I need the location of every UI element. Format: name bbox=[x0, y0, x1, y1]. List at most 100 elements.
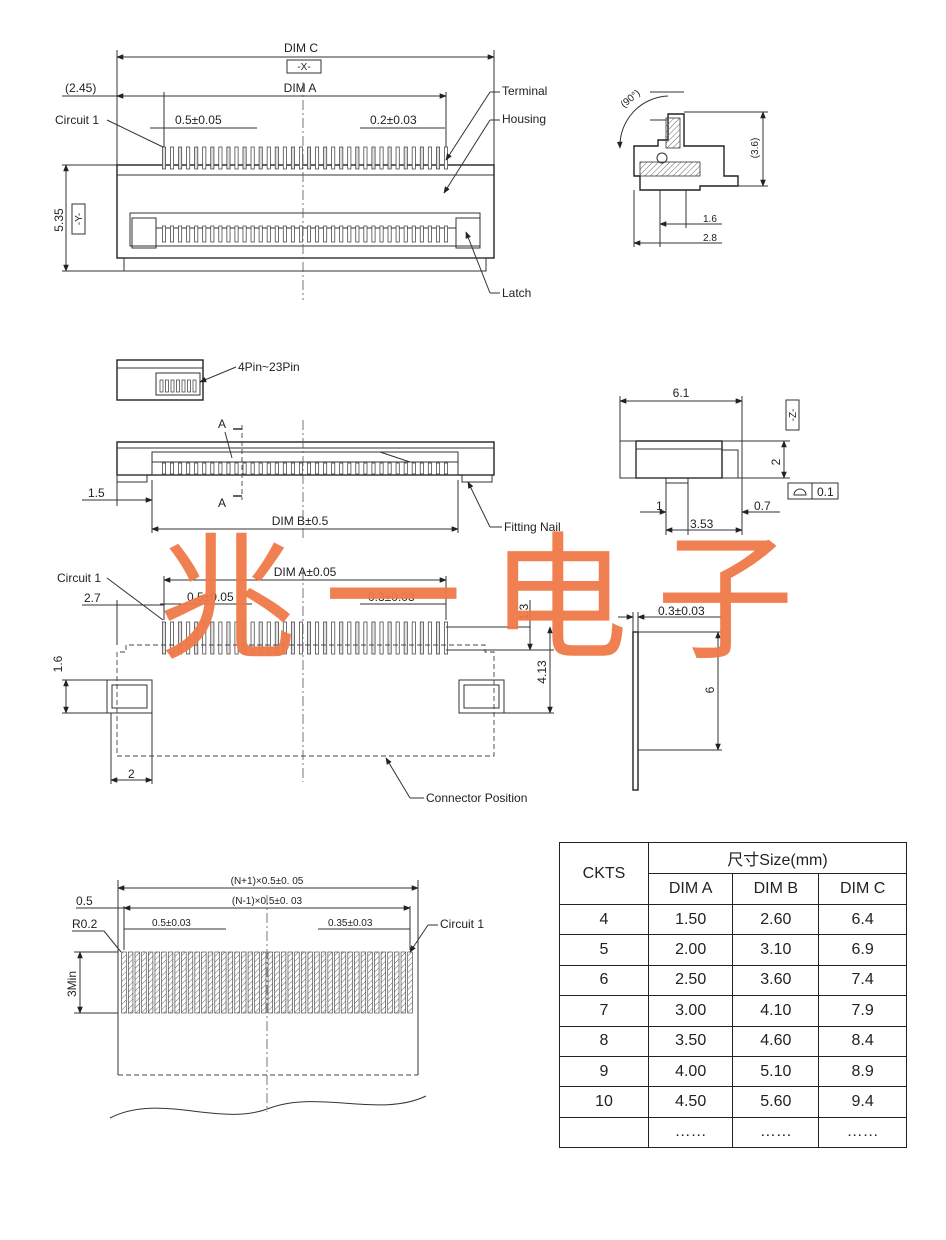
pin bbox=[266, 462, 271, 475]
pin bbox=[181, 379, 186, 393]
pin bbox=[274, 225, 279, 243]
pin bbox=[250, 225, 255, 243]
table-cell: 9 bbox=[559, 1055, 649, 1088]
pin bbox=[290, 462, 295, 475]
fpc-width-label: (N+1)×0.5±0. 05 bbox=[231, 876, 304, 887]
pin bbox=[274, 146, 279, 170]
pin bbox=[187, 379, 191, 393]
pin bbox=[218, 462, 223, 475]
pcb-dim-2-label: 2 bbox=[128, 767, 135, 781]
pin bbox=[159, 379, 164, 393]
dim-28-label: 2.8 bbox=[703, 233, 717, 244]
pin bbox=[210, 621, 215, 655]
table-cell: 3.00 bbox=[647, 995, 734, 1027]
pin bbox=[170, 225, 175, 243]
pin bbox=[210, 462, 215, 475]
pin bbox=[379, 621, 384, 655]
pin bbox=[379, 462, 384, 475]
top-pins-lower bbox=[162, 225, 448, 243]
pin bbox=[186, 621, 191, 655]
fpc-contact bbox=[161, 951, 167, 1014]
pin bbox=[371, 621, 376, 655]
table-cell: 6 bbox=[559, 964, 649, 997]
pin bbox=[444, 462, 448, 475]
connector-position-label: Connector Position bbox=[426, 791, 527, 805]
pin bbox=[242, 146, 247, 170]
fpc-contact bbox=[141, 951, 147, 1014]
pin bbox=[339, 225, 344, 243]
size-header: 尺寸Size(mm) bbox=[648, 842, 907, 874]
fpc-contact bbox=[194, 951, 200, 1014]
pin bbox=[419, 621, 424, 655]
fpc-contact bbox=[247, 951, 253, 1014]
pin bbox=[435, 146, 440, 170]
pin bbox=[427, 146, 432, 170]
fpc-contact bbox=[274, 951, 280, 1014]
pin bbox=[331, 621, 336, 655]
fpc-contact bbox=[320, 951, 327, 1014]
fpc-contact bbox=[201, 951, 207, 1014]
pin bbox=[427, 621, 432, 655]
dim-27-label: 2.7 bbox=[84, 591, 101, 605]
fpc-contact bbox=[354, 951, 360, 1014]
pin bbox=[242, 621, 247, 655]
table-cell: …… bbox=[647, 1116, 734, 1149]
fpc-circuit1-label: Circuit 1 bbox=[440, 917, 484, 931]
pin bbox=[250, 462, 255, 475]
detail-pins bbox=[159, 379, 197, 393]
pin bbox=[218, 225, 223, 243]
pin bbox=[282, 225, 287, 243]
pin bbox=[355, 225, 360, 243]
fpc-pitch-035-label: 0.35±0.03 bbox=[328, 918, 373, 929]
pin bbox=[307, 462, 311, 475]
pin bbox=[258, 462, 263, 475]
fpc-contact bbox=[307, 951, 313, 1014]
pin bbox=[274, 621, 279, 655]
pin bbox=[435, 225, 440, 243]
fpc-contact bbox=[234, 951, 240, 1014]
pin bbox=[290, 621, 295, 655]
pin bbox=[210, 225, 215, 243]
fpc-contact bbox=[254, 951, 260, 1014]
pin bbox=[363, 621, 368, 655]
pin bbox=[444, 225, 448, 243]
pin bbox=[194, 146, 199, 170]
pin bbox=[162, 225, 166, 243]
fpc-contact bbox=[187, 951, 194, 1014]
pcb-circuit1-label: Circuit 1 bbox=[57, 571, 101, 585]
fpc-radius-label: R0.2 bbox=[72, 917, 98, 931]
pin bbox=[411, 621, 416, 655]
section-a-top-label: A bbox=[218, 417, 226, 431]
pin bbox=[186, 146, 191, 170]
pin bbox=[331, 225, 336, 243]
dim-16-label: 1.6 bbox=[703, 214, 717, 225]
fpc-contact bbox=[174, 951, 180, 1014]
section-a-bottom-label: A bbox=[218, 496, 226, 510]
pin bbox=[323, 146, 328, 170]
pin bbox=[339, 462, 344, 475]
table-cell: 7 bbox=[559, 995, 649, 1027]
pin bbox=[162, 146, 166, 170]
pin bbox=[202, 462, 207, 475]
dim-413-label: 4.13 bbox=[535, 660, 549, 684]
dim-b-label: DIM B±0.5 bbox=[272, 514, 329, 528]
height-36-label: (3.6) bbox=[750, 138, 761, 159]
table-cell: 3.50 bbox=[647, 1025, 734, 1057]
pin bbox=[226, 225, 231, 243]
table-cell: 4.50 bbox=[647, 1086, 734, 1118]
pcb-dim-a-label: DIM A±0.05 bbox=[274, 565, 337, 579]
pin bbox=[403, 225, 408, 243]
fpc-contact bbox=[300, 951, 307, 1014]
pin bbox=[347, 225, 352, 243]
fpc-contact bbox=[128, 951, 134, 1014]
pin bbox=[355, 146, 360, 170]
fpc-contact bbox=[148, 951, 154, 1014]
pin bbox=[234, 225, 239, 243]
height-535-label: 5.35 bbox=[52, 208, 66, 232]
fpc-contact bbox=[367, 951, 373, 1014]
